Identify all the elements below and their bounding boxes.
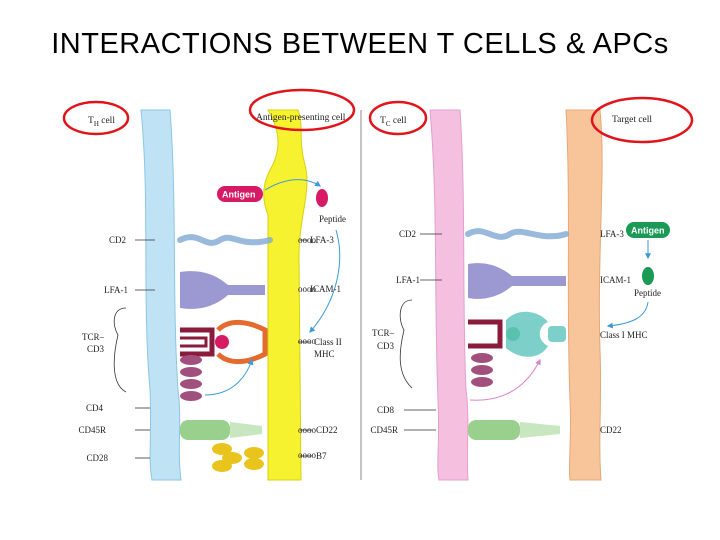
svg-text:Peptide: Peptide <box>634 288 661 298</box>
lfa1-icam1-pair-tc: LFA-1 ICAM-1 <box>396 263 631 299</box>
class2-label: Class II <box>314 337 342 347</box>
highlight-th-cell <box>62 100 130 136</box>
antigen-badge: Antigen <box>217 186 263 202</box>
peptide-to-mhc-arrow <box>309 229 341 333</box>
cd45r-cd22-pair-tc: CD45R CD22 <box>370 420 622 440</box>
highlight-target-cell <box>590 96 694 144</box>
svg-text:Class I MHC: Class I MHC <box>600 330 648 340</box>
tc-cell-membrane <box>429 109 469 481</box>
lfa3-label: LFA-3 <box>310 235 334 245</box>
cd8-molecule: CD8 <box>377 405 436 415</box>
svg-text:CD45R: CD45R <box>370 425 398 435</box>
tc-cell-label: TC cell <box>380 116 407 128</box>
svg-text:CD3: CD3 <box>377 341 395 351</box>
highlight-tc-cell <box>368 100 428 136</box>
svg-text:Antigen: Antigen <box>222 190 256 200</box>
lfa1-icam1-pair: LFA-1 oooo ICAM-1 <box>104 271 341 309</box>
right-panel: TC cell Target cell CD2 LFA-3 Antigen Pe… <box>370 109 670 481</box>
highlight-circles <box>62 88 694 144</box>
svg-text:oooo: oooo <box>298 336 317 346</box>
cd2-label: CD2 <box>109 235 126 245</box>
cd3-label: CD3 <box>87 344 105 354</box>
cd4-label: CD4 <box>86 403 104 413</box>
cd45r-cd22-pair: CD45R oooo CD22 <box>78 420 338 440</box>
tcr-cd3-complex: TCR– CD3 oooo Class II MHC <box>82 307 342 393</box>
apc-membrane <box>263 109 308 481</box>
peptide-label: Peptide <box>319 214 346 224</box>
cd22-label: CD22 <box>316 425 338 435</box>
svg-text:TCR–: TCR– <box>372 328 395 338</box>
svg-text:LFA-3: LFA-3 <box>600 229 624 239</box>
svg-text:ICAM-1: ICAM-1 <box>600 275 631 285</box>
svg-text:LFA-1: LFA-1 <box>396 275 420 285</box>
cd2-lfa3-pair: CD2 oooo LFA-3 <box>109 234 334 246</box>
antigen-badge-tc: Antigen Peptide <box>606 222 670 329</box>
svg-text:CD22: CD22 <box>600 425 622 435</box>
svg-text:Antigen: Antigen <box>631 226 665 236</box>
svg-text:CD8: CD8 <box>377 405 395 415</box>
icam1-label: ICAM-1 <box>310 284 341 294</box>
tcr-label: TCR– <box>82 332 105 342</box>
mhc-label: MHC <box>314 349 335 359</box>
apc-label: Antigen-presenting cell <box>256 113 346 123</box>
th-cell-label: TH cell <box>88 116 115 128</box>
left-panel: TH cell Antigen-presenting cell Antigen … <box>78 109 346 481</box>
target-cell-label: Target cell <box>612 115 652 125</box>
antigen-to-apc-arrow <box>264 179 321 191</box>
cd28-label: CD28 <box>86 453 108 463</box>
highlight-apc <box>248 88 356 132</box>
cd45r-label: CD45R <box>78 425 106 435</box>
peptide-blob <box>316 189 328 207</box>
cd4-molecule: CD4 <box>86 355 254 413</box>
svg-text:oooo: oooo <box>298 284 317 294</box>
svg-text:CD2: CD2 <box>399 229 416 239</box>
cd28-b7-pair: CD28 oooo B7 <box>86 443 327 472</box>
svg-text:oooo: oooo <box>298 450 317 460</box>
lfa1-label: LFA-1 <box>104 285 128 295</box>
b7-label: B7 <box>316 451 327 461</box>
cd2-lfa3-pair-tc: CD2 LFA-3 <box>399 228 624 240</box>
tcr-cd3-complex-tc: TCR– CD3 Class I MHC <box>372 299 648 401</box>
target-cell-membrane <box>565 109 603 481</box>
slide-title: INTERACTIONS BETWEEN T CELLS & APCs <box>51 28 669 60</box>
th-cell-membrane <box>140 109 182 481</box>
